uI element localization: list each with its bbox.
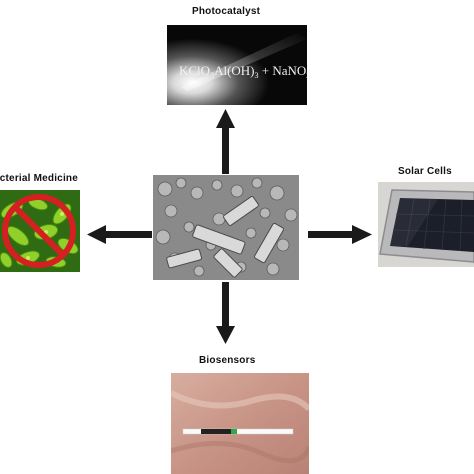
sem-micrograph-image [153,175,299,280]
biosensors-label: Biosensors [199,355,256,366]
solar-cell-image [378,182,474,267]
prohibition-slash [12,204,66,258]
antibacterial-image [0,190,80,272]
solar-cells-label: Solar Cells [398,166,452,177]
arrow-down-icon [216,282,235,344]
antibacterial-medicine-label: acterial Medicine [0,173,78,184]
arrow-up-icon [216,109,235,174]
photocatalyst-equation: KClO3Al(OH)3 + NaNO3 [179,63,307,80]
prohibition-ring [2,194,76,268]
arrow-left-icon [87,225,152,244]
biosensor-image [171,373,309,474]
photocatalyst-label: Photocatalyst [192,6,261,17]
arrow-right-icon [308,225,372,244]
photocatalyst-image: KClO3Al(OH)3 + NaNO3 [167,25,307,105]
